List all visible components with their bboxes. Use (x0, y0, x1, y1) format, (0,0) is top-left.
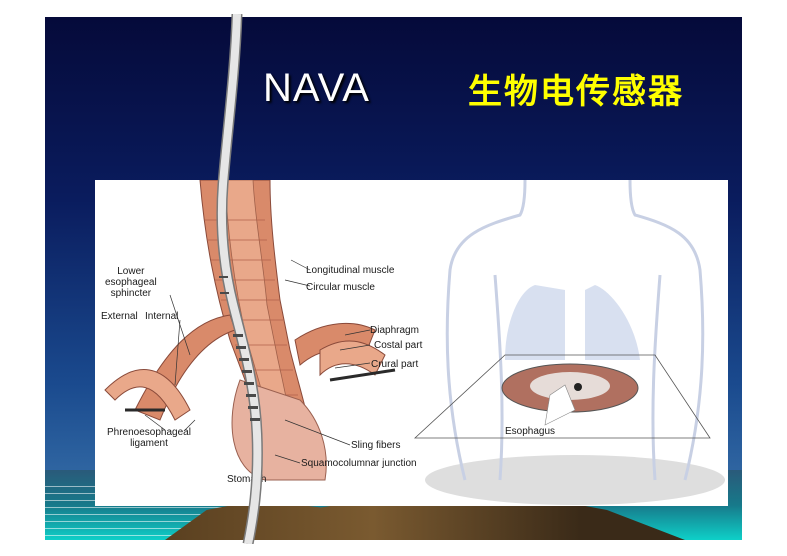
torso-diaphragm-illustration (413, 180, 725, 505)
label-internal: Internal (145, 311, 179, 322)
label-longitudinal-muscle: Longitudinal muscle (306, 265, 395, 276)
nava-catheter-tube (216, 14, 263, 544)
right-lung (585, 285, 640, 360)
label-esophagus: Esophagus (505, 426, 556, 437)
illustration-panel: Lower esophageal sphincter External Inte… (95, 180, 728, 506)
label-circular-muscle: Circular muscle (306, 282, 375, 293)
catheter-electrodes (219, 276, 260, 421)
label-lower-esophageal-sphincter: Lower esophageal sphincter (105, 266, 157, 299)
transverse-plane (413, 354, 711, 439)
esophagus-pointer (544, 384, 576, 426)
slide-title-nava: NAVA (263, 66, 370, 110)
label-phrenoesophageal-ligament: Phrenoesophageal ligament (107, 427, 191, 449)
label-stomach: Stomach (227, 474, 267, 485)
label-costal-part: Costal part (374, 340, 423, 351)
label-sling-fibers: Sling fibers (351, 440, 401, 451)
left-lung (505, 285, 565, 360)
label-crural-part: Crural part (371, 359, 419, 370)
slide-title-chinese: 生物电传感器 (468, 72, 684, 112)
torso-shadow (425, 455, 725, 505)
label-squamocolumnar-junction: Squamocolumnar junction (301, 458, 417, 469)
label-diaphragm: Diaphragm (370, 325, 419, 336)
torso-outline (445, 180, 705, 481)
label-external: External (101, 311, 138, 322)
